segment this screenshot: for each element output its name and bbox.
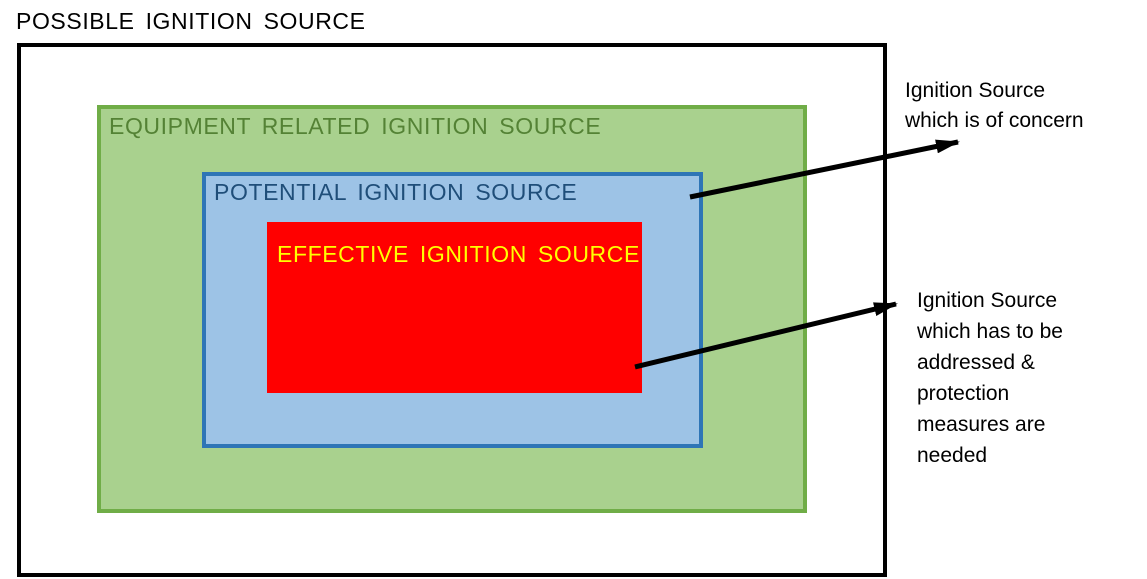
possible-ignition-source-label: POSSIBLE IGNITION SOURCE xyxy=(16,8,366,34)
effective-ignition-source-label: EFFECTIVE IGNITION SOURCE xyxy=(277,241,640,267)
effective-ignition-source-box: EFFECTIVE IGNITION SOURCE xyxy=(267,222,642,393)
annotation-ignition-source-of-concern: Ignition Source which is of concern xyxy=(905,79,1084,132)
equipment-related-ignition-source-label: EQUIPMENT RELATED IGNITION SOURCE xyxy=(109,113,602,139)
potential-ignition-source-label: POTENTIAL IGNITION SOURCE xyxy=(214,179,578,205)
equipment-related-ignition-source-box: EQUIPMENT RELATED IGNITION SOURCE POTENT… xyxy=(97,105,807,513)
possible-ignition-source-box: EQUIPMENT RELATED IGNITION SOURCE POTENT… xyxy=(17,43,887,577)
potential-ignition-source-box: POTENTIAL IGNITION SOURCE EFFECTIVE IGNI… xyxy=(202,172,703,448)
annotation-ignition-source-to-be-addressed: Ignition Source which has to be addresse… xyxy=(917,289,1063,467)
